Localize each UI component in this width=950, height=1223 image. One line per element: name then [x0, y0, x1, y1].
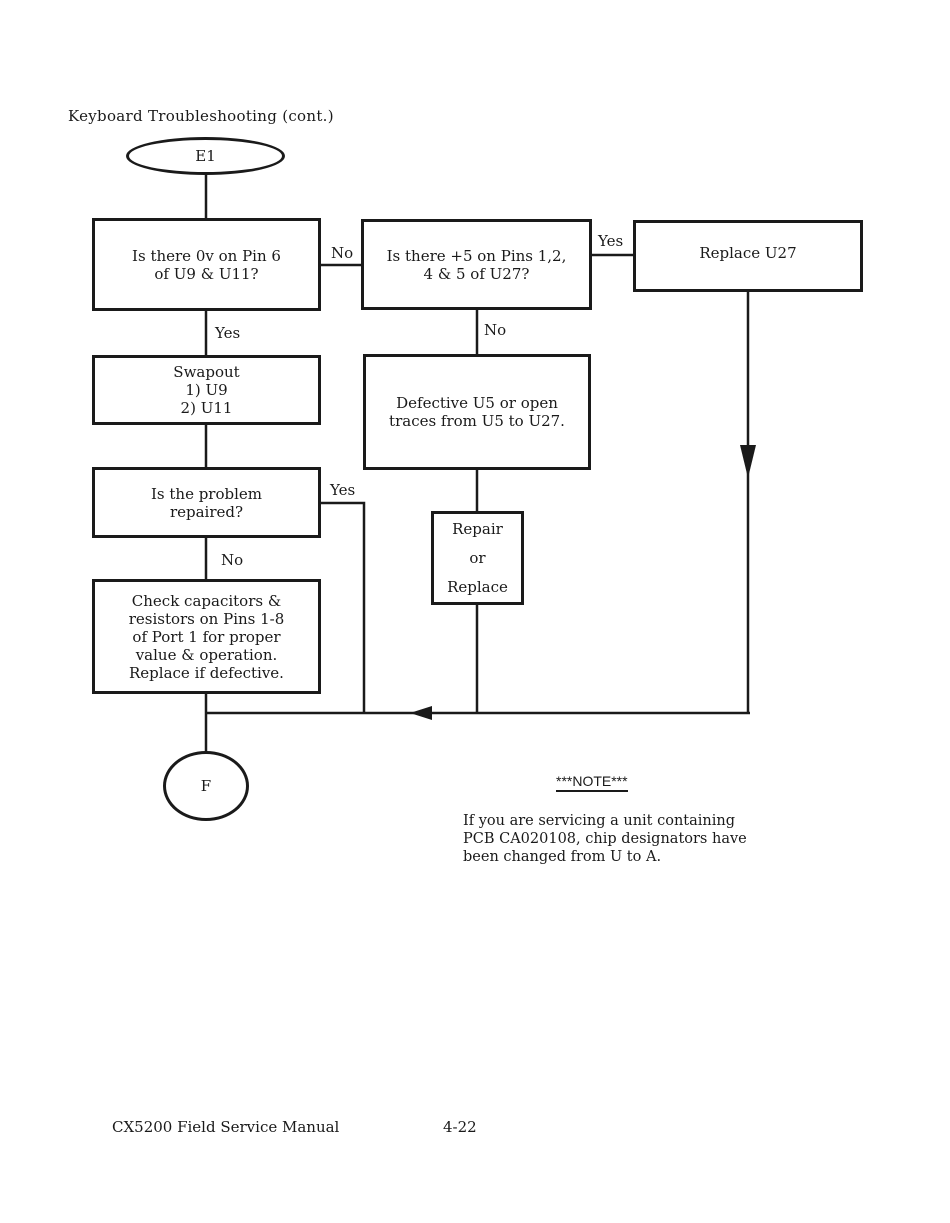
decision-pin6: Is there 0v on Pin 6 of U9 & U11?: [92, 218, 321, 311]
action-repair-or-replace-text: Repair or Replace: [447, 519, 508, 596]
footer-manual-name: CX5200 Field Service Manual: [112, 1118, 340, 1136]
decision-plus5-text: Is there +5 on Pins 1,2, 4 & 5 of U27?: [386, 246, 567, 283]
action-replace-u27-text: Replace U27: [699, 244, 797, 262]
action-defective-u5-text: Defective U5 or open traces from U5 to U…: [389, 394, 565, 430]
action-swapout: Swapout 1) U9 2) U11: [92, 355, 321, 425]
arrow-left-icon: [410, 706, 432, 720]
decision-problem-repaired-text: Is the problem repaired?: [150, 484, 263, 521]
page-title: Keyboard Troubleshooting (cont.): [68, 107, 334, 125]
connector-f: F: [163, 751, 249, 821]
action-defective-u5: Defective U5 or open traces from U5 to U…: [363, 354, 591, 470]
edge-label-pin6-yes: Yes: [213, 324, 243, 342]
connector-e1-label: E1: [195, 147, 216, 165]
decision-pin6-text: Is there 0v on Pin 6 of U9 & U11?: [132, 246, 281, 283]
action-check-capacitors: Check capacitors & resistors on Pins 1-8…: [92, 579, 321, 694]
edge-label-plus5-yes: Yes: [596, 232, 626, 250]
decision-problem-repaired: Is the problem repaired?: [92, 467, 321, 538]
note-title: ***NOTE***: [556, 773, 628, 792]
edge-label-repaired-yes: Yes: [328, 481, 358, 499]
footer-page-number: 4-22: [443, 1118, 477, 1136]
edge-label-pin6-no: No: [329, 244, 356, 262]
connector-f-label: F: [200, 777, 212, 795]
action-check-capacitors-text: Check capacitors & resistors on Pins 1-8…: [128, 591, 285, 682]
decision-plus5: Is there +5 on Pins 1,2, 4 & 5 of U27?: [361, 219, 592, 310]
note-body: If you are servicing a unit containing P…: [463, 813, 747, 865]
connector-repaired-yes: [320, 501, 366, 713]
edge-label-repaired-no: No: [219, 551, 246, 569]
edge-label-plus5-no: No: [482, 321, 509, 339]
connector-e1: E1: [126, 137, 285, 175]
action-repair-or-replace: Repair or Replace: [431, 511, 524, 605]
action-replace-u27: Replace U27: [633, 220, 863, 292]
action-swapout-text: Swapout 1) U9 2) U11: [173, 363, 240, 417]
arrow-down-icon: [740, 445, 756, 478]
